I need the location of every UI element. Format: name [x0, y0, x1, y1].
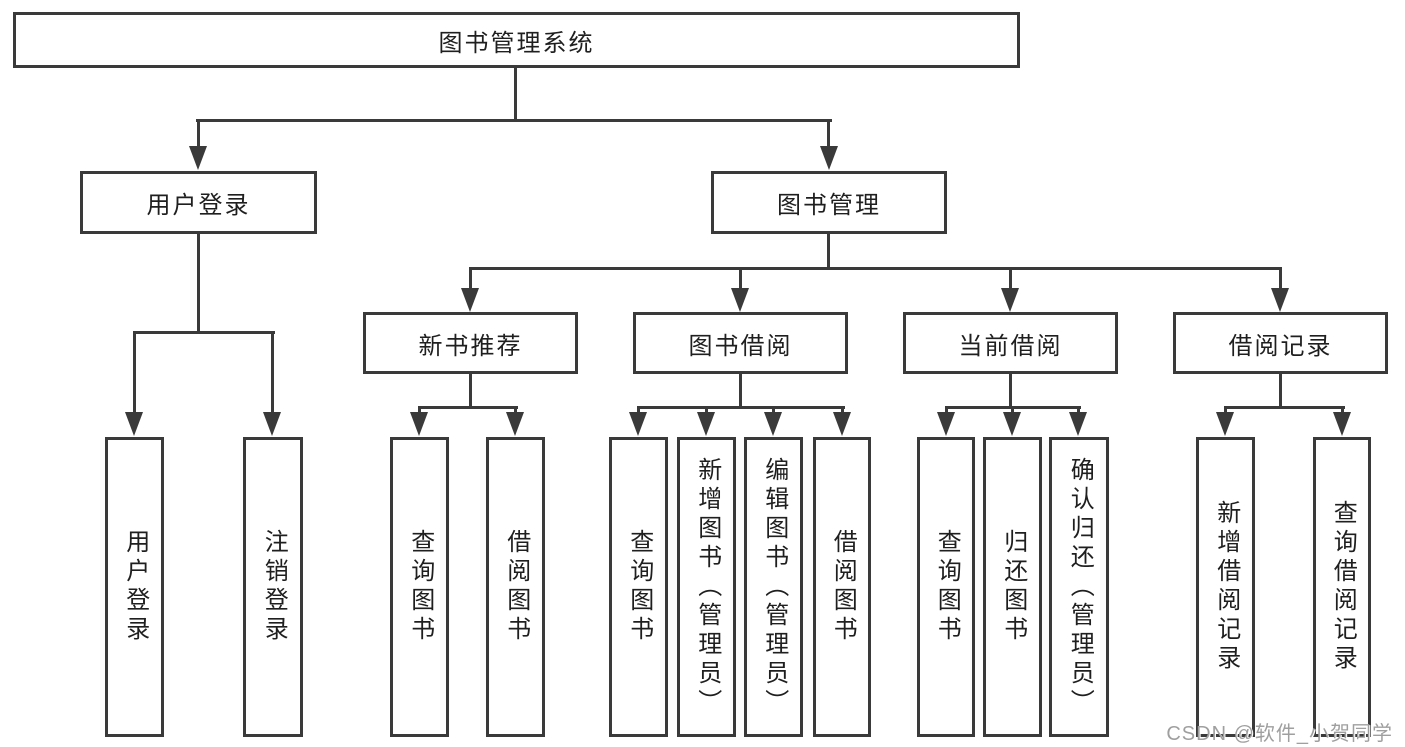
connector-drop-borrow-records: [1279, 267, 1282, 291]
node-leaf-search-books-current-label: 查询图书: [933, 529, 961, 645]
node-book-borrowing: 图书借阅: [633, 312, 848, 374]
node-leaf-borrow-books-recommend-label: 借阅图书: [502, 529, 530, 645]
connector-user-login-stem: [197, 234, 200, 334]
arrowhead-g2-2: [506, 412, 524, 436]
node-leaf-borrow-books-label: 借阅图书: [829, 529, 857, 645]
node-leaf-borrow-books: 借阅图书: [813, 437, 871, 737]
connector-user-login-branch: [133, 331, 275, 334]
watermark: CSDN @软件_小贺同学: [1166, 723, 1393, 745]
connector-new-book-stem: [469, 374, 472, 409]
connector-drop-current-borrow: [1009, 267, 1012, 291]
connector-root-branch: [196, 119, 832, 122]
node-leaf-search-books-borrow: 查询图书: [609, 437, 668, 737]
node-book-borrowing-label: 图书借阅: [688, 332, 793, 360]
node-leaf-add-borrow-record: 新增借阅记录: [1196, 437, 1255, 737]
node-leaf-search-borrow-record: 查询借阅记录: [1313, 437, 1371, 737]
connector-drop-book-borrow: [739, 267, 742, 291]
connector-book-borrow-branch: [637, 406, 845, 409]
arrowhead-g5-1: [1216, 412, 1234, 436]
node-borrowing-records-label: 借阅记录: [1228, 332, 1333, 360]
node-leaf-search-books-recommend-label: 查询图书: [406, 529, 434, 645]
node-book-management: 图书管理: [711, 171, 947, 234]
node-leaf-add-borrow-record-label: 新增借阅记录: [1212, 500, 1240, 674]
connector-root-stem: [514, 68, 517, 122]
connector-drop-g4-2: [1011, 406, 1014, 416]
connector-drop-user-login: [197, 119, 200, 149]
node-leaf-search-books-recommend: 查询图书: [390, 437, 449, 737]
connector-new-book-branch: [418, 406, 518, 409]
connector-drop-book-management: [827, 119, 830, 149]
node-leaf-search-books-borrow-label: 查询图书: [625, 529, 653, 645]
connector-drop-leaf-logout: [271, 331, 274, 413]
node-leaf-add-books-admin: 新增图书（管理员）: [677, 437, 736, 737]
node-root-label: 图书管理系统: [438, 29, 595, 57]
node-leaf-search-borrow-record-label: 查询借阅记录: [1329, 500, 1357, 674]
node-book-management-label: 图书管理: [777, 192, 881, 219]
connector-book-management-branch: [469, 267, 1282, 270]
connector-drop-leaf-login: [133, 331, 136, 413]
node-leaf-search-books-current: 查询图书: [917, 437, 975, 737]
node-leaf-return-books-label: 归还图书: [999, 529, 1027, 645]
connector-drop-g3-2: [705, 406, 708, 416]
arrowhead-current-borrow: [1001, 288, 1019, 312]
connector-drop-g3-4: [841, 406, 844, 416]
connector-drop-g3-1: [637, 406, 640, 416]
arrowhead-new-book: [461, 288, 479, 312]
arrowhead-g3-2: [697, 412, 715, 436]
arrowhead-borrow-records: [1271, 288, 1289, 312]
connector-current-borrow-stem: [1009, 374, 1012, 409]
arrowhead-g4-1: [937, 412, 955, 436]
node-leaf-confirm-return-admin: 确认归还（管理员）: [1049, 437, 1109, 737]
connector-drop-g5-1: [1224, 406, 1227, 416]
node-leaf-logout: 注销登录: [243, 437, 303, 737]
connector-drop-g4-3: [1077, 406, 1080, 416]
node-leaf-logout-label: 注销登录: [260, 529, 288, 645]
arrowhead-g3-1: [629, 412, 647, 436]
connector-borrow-records-branch: [1224, 406, 1345, 409]
node-borrowing-records: 借阅记录: [1173, 312, 1388, 374]
arrowhead-g3-4: [833, 412, 851, 436]
arrowhead-book-management: [820, 146, 838, 170]
connector-book-borrow-stem: [739, 374, 742, 409]
connector-drop-new-book: [469, 267, 472, 291]
connector-book-management-stem: [827, 234, 830, 270]
arrowhead-leaf-logout: [263, 412, 281, 436]
node-current-borrowing: 当前借阅: [903, 312, 1118, 374]
node-leaf-confirm-return-admin-label: 确认归还（管理员）: [1066, 456, 1094, 718]
connector-drop-g2-2: [514, 406, 517, 416]
arrowhead-g3-3: [764, 412, 782, 436]
node-new-book-recommendation: 新书推荐: [363, 312, 578, 374]
node-leaf-user-login-label: 用户登录: [121, 529, 149, 645]
node-user-login: 用户登录: [80, 171, 317, 234]
connector-borrow-records-stem: [1279, 374, 1282, 409]
arrowhead-leaf-login: [125, 412, 143, 436]
connector-drop-g2-1: [418, 406, 421, 416]
node-current-borrowing-label: 当前借阅: [958, 332, 1063, 360]
node-leaf-user-login: 用户登录: [105, 437, 164, 737]
node-user-login-label: 用户登录: [146, 192, 251, 219]
arrowhead-g5-2: [1333, 412, 1351, 436]
arrowhead-g4-3: [1069, 412, 1087, 436]
node-leaf-edit-books-admin: 编辑图书（管理员）: [744, 437, 803, 737]
connector-drop-g4-1: [945, 406, 948, 416]
node-leaf-add-books-admin-label: 新增图书（管理员）: [693, 456, 721, 718]
arrowhead-book-borrow: [731, 288, 749, 312]
arrowhead-user-login: [189, 146, 207, 170]
node-leaf-borrow-books-recommend: 借阅图书: [486, 437, 545, 737]
node-leaf-edit-books-admin-label: 编辑图书（管理员）: [760, 456, 788, 718]
node-root: 图书管理系统: [13, 12, 1020, 68]
arrowhead-g2-1: [410, 412, 428, 436]
node-leaf-return-books: 归还图书: [983, 437, 1042, 737]
connector-drop-g3-3: [772, 406, 775, 416]
arrowhead-g4-2: [1003, 412, 1021, 436]
connector-drop-g5-2: [1341, 406, 1344, 416]
node-new-book-recommendation-label: 新书推荐: [418, 332, 523, 360]
